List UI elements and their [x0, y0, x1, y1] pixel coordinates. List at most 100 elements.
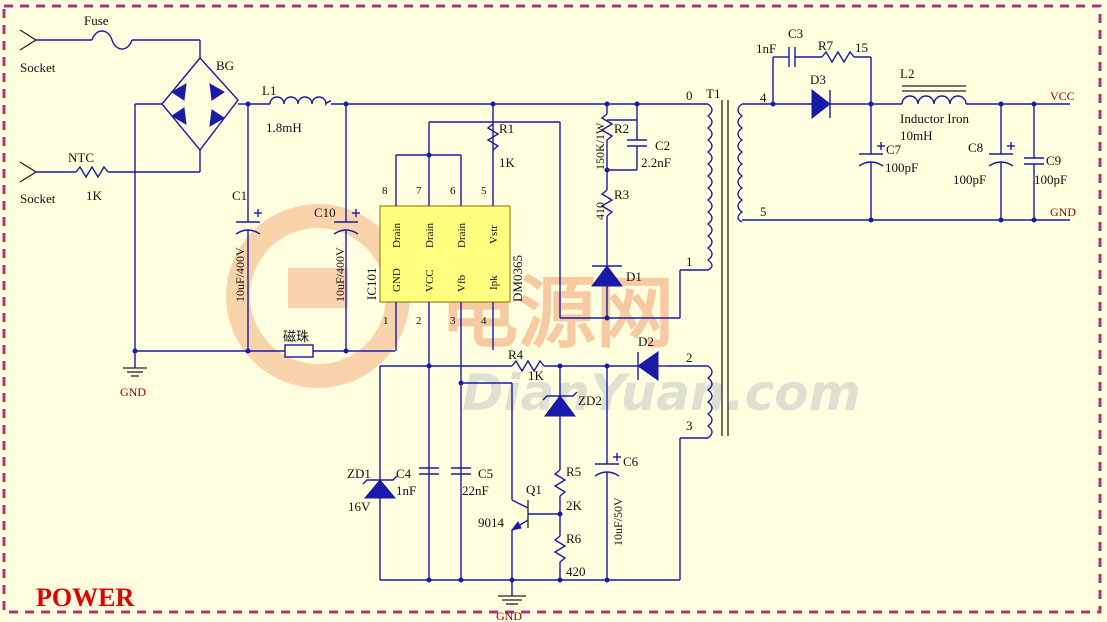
- ntc-resistor-icon: [75, 165, 109, 179]
- ic-pin-2-name: VCC: [424, 269, 436, 292]
- t1-pin-0: 0: [686, 88, 693, 103]
- r1-label: R1: [499, 121, 514, 136]
- r1-value: 1K: [499, 155, 516, 170]
- r2-label: R2: [614, 121, 629, 136]
- ic-ref: IC101: [364, 268, 379, 301]
- gnd-bottom-label: GND: [496, 609, 522, 622]
- c4-label: C4: [396, 466, 412, 481]
- r5-label: R5: [566, 464, 581, 479]
- r3-label: R3: [614, 187, 629, 202]
- ntc-label: NTC: [68, 150, 94, 165]
- gnd-bottom-symbol: GND: [496, 580, 526, 622]
- bead-label: 磁珠: [283, 329, 309, 344]
- ic-pin-8-name: Drain: [391, 222, 403, 248]
- t1-pin-5: 5: [760, 204, 767, 219]
- c6-label: C6: [623, 454, 639, 469]
- l2-value: 10mH: [900, 128, 933, 143]
- c3-value: 1nF: [756, 41, 776, 56]
- c8-value: 100pF: [953, 172, 986, 187]
- c5-label: C5: [478, 466, 493, 481]
- sheet-title: POWER: [36, 583, 134, 612]
- c9-label: C9: [1046, 153, 1061, 168]
- zd2-label: ZD2: [578, 393, 602, 408]
- secondary-section: C3 1nF R7 15 D3 C7 100pF L2 Inductor Iro…: [742, 26, 1076, 223]
- ic-pin-6-name: Drain: [456, 222, 468, 248]
- ic-pin-4-num: 4: [481, 315, 487, 327]
- socket-2-icon: [19, 161, 38, 183]
- ic-pin-8-num: 8: [382, 185, 388, 197]
- c1-value: 10uF/400V: [233, 247, 247, 302]
- r5-value: 2K: [566, 498, 583, 513]
- inductor-l1-icon: [269, 96, 332, 107]
- r1: R1 1K: [486, 121, 516, 170]
- snubber: R2 150K/1W C2 2.2nF R3 410 D1: [591, 104, 671, 321]
- watermark: 电源网 DianYuan.com: [226, 204, 861, 422]
- ic-pin-4-name: Ipk: [488, 275, 500, 290]
- gnd-left-label: GND: [120, 385, 146, 399]
- socket-1-label: Socket: [20, 60, 56, 75]
- feedback-section: R4 1K D2 ZD2 R5 2K R6 420: [347, 334, 681, 622]
- l2-desc: Inductor Iron: [900, 111, 969, 126]
- c7-value: 100pF: [885, 160, 918, 175]
- ic-pin-3-num: 3: [450, 315, 456, 327]
- t1-pin-3: 3: [686, 418, 693, 433]
- d1-label: D1: [626, 269, 642, 284]
- node-15: 15: [855, 40, 868, 55]
- ic-pin-1-name: GND: [391, 268, 403, 292]
- t1-label: T1: [706, 86, 720, 101]
- t1-pin-2: 2: [686, 350, 693, 365]
- c10-value: 10uF/400V: [333, 247, 347, 302]
- ic101: 8 7 6 5 Drain Drain Drain Vstr GND VCC V…: [364, 104, 560, 580]
- ntc-value: 1K: [86, 188, 103, 203]
- r7-label: R7: [818, 38, 834, 53]
- sheet-border: [2, 4, 1102, 614]
- l1-label: L1: [262, 83, 276, 98]
- ic-pin-7-name: Drain: [424, 222, 436, 248]
- ic-pin-6-num: 6: [450, 185, 456, 197]
- r4-value: 1K: [528, 368, 545, 383]
- transformer-t1: T1 1 2 3 4 5: [668, 86, 767, 439]
- c8-label: C8: [968, 140, 983, 155]
- fuse-icon: [91, 30, 133, 50]
- c9-value: 100pF: [1034, 172, 1067, 187]
- t1-pin-1: 1: [686, 254, 693, 269]
- l2-label: L2: [900, 66, 914, 81]
- q1-value: 9014: [478, 515, 505, 530]
- vcc-net-label: VCC: [1050, 89, 1075, 103]
- ferrite-bead-icon: [284, 344, 314, 358]
- input-section: Socket Fuse Socket NTC 1K BG: [19, 13, 250, 351]
- c2-label: C2: [655, 138, 670, 153]
- c3-label: C3: [788, 26, 803, 41]
- c6-value: 10uF/50V: [611, 497, 625, 546]
- zd1-value: 16V: [348, 499, 371, 514]
- r6-label: R6: [566, 531, 582, 546]
- c7-label: C7: [886, 142, 902, 157]
- r3-value: 410: [593, 202, 607, 220]
- gnd-left-symbol: GND: [120, 351, 147, 399]
- c1-label: C1: [232, 188, 247, 203]
- l1-value: 1.8mH: [266, 120, 302, 135]
- ic-pin-5-num: 5: [481, 185, 487, 197]
- bridge-label: BG: [216, 58, 234, 73]
- fuse-label: Fuse: [84, 13, 109, 28]
- q1-label: Q1: [526, 482, 542, 497]
- c2-value: 2.2nF: [641, 155, 671, 170]
- ic-pin-7-num: 7: [416, 185, 422, 197]
- d3-label: D3: [810, 72, 826, 87]
- r4-label: R4: [508, 347, 524, 362]
- ic-pin-3-name: Vfb: [456, 274, 468, 292]
- zd1-label: ZD1: [347, 466, 371, 481]
- ic-part: DM0365: [510, 255, 525, 302]
- d2-label: D2: [638, 334, 654, 349]
- socket-1-icon: [19, 29, 38, 51]
- watermark-en: DianYuan.com: [462, 364, 861, 422]
- t1-pin-4: 4: [760, 90, 767, 105]
- bridge-rectifier: BG: [135, 56, 250, 152]
- ic-pin-1-num: 1: [383, 315, 389, 327]
- ic-pin-2-num: 2: [416, 315, 422, 327]
- c5-value: 22nF: [462, 483, 489, 498]
- c4-value: 1nF: [396, 483, 416, 498]
- gnd-net-label: GND: [1050, 205, 1076, 219]
- ic-pin-5-name: Vstr: [488, 225, 500, 244]
